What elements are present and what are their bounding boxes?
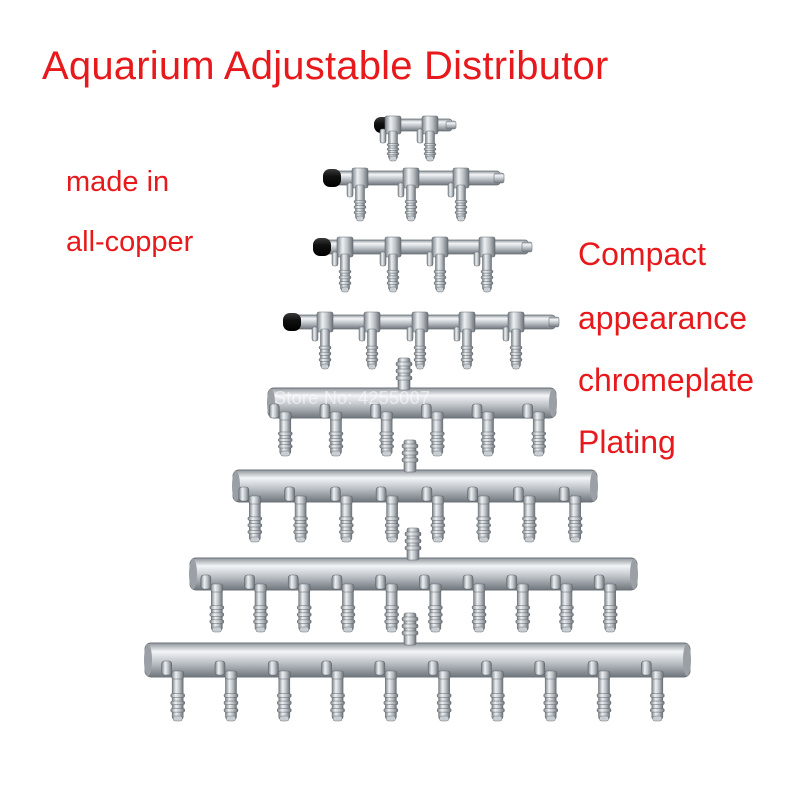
distributor-6-outlet — [476, 497, 491, 543]
feature-plating: Plating — [578, 424, 676, 460]
distributor-7-outlet — [471, 585, 487, 633]
distributor-6 — [232, 439, 598, 543]
distributor-group — [144, 115, 691, 722]
distributor-5-outlet — [278, 413, 293, 457]
distributor-7-outlet — [340, 585, 356, 633]
distributor-7-outlet — [384, 585, 399, 633]
distributor-6-outlet — [293, 497, 308, 543]
distributor-6-outlet — [567, 497, 583, 543]
distributor-3-outlet — [480, 253, 494, 293]
distributor-1-outlet — [423, 130, 437, 162]
distributor-3-end-cap — [313, 238, 331, 256]
distributor-2 — [323, 167, 505, 222]
distributor-8-outlet — [170, 672, 185, 722]
distributor-5-outlet — [430, 413, 445, 457]
distributor-7-outlet — [602, 585, 618, 633]
distributor-8-outlet — [330, 672, 345, 722]
distributor-1 — [374, 115, 457, 162]
distributor-8-outlet — [223, 672, 239, 722]
distributor-6-outlet — [384, 497, 400, 543]
distributor-4-end-cap — [283, 313, 301, 331]
distributor-4-outlet — [318, 328, 332, 370]
distributor-4-outlet — [365, 328, 379, 370]
material-line-2: all-copper — [66, 226, 194, 258]
distributor-8-outlet — [436, 672, 452, 722]
distributor-2-outlet — [353, 184, 367, 222]
distributor-5-outlet — [379, 413, 394, 457]
feature-appearance: appearance — [578, 300, 748, 336]
distributor-4-outlet — [509, 328, 523, 370]
distributor-4-outlet — [460, 328, 474, 370]
distributor-5 — [267, 357, 557, 457]
store-watermark: Store No: 4255007 — [274, 388, 431, 408]
distributor-5-outlet — [328, 413, 344, 457]
distributor-7-outlet — [253, 585, 268, 633]
distributor-8-outlet — [277, 672, 292, 722]
distributor-7-outlet — [559, 585, 574, 633]
distributor-3-outlet — [338, 253, 352, 293]
distributor-6-outlet — [339, 497, 354, 543]
distributor-8-outlet — [596, 672, 612, 722]
distributor-5-outlet — [531, 413, 546, 457]
distributor-3 — [313, 236, 533, 293]
distributor-6-outlet — [430, 497, 446, 543]
distributor-5-inlet — [395, 357, 413, 391]
distributor-8 — [144, 612, 691, 722]
distributor-6-outlet — [247, 497, 263, 543]
feature-chromeplate: chromeplate — [578, 362, 755, 398]
feature-compact: Compact — [578, 236, 707, 272]
distributor-2-outlet — [404, 184, 418, 222]
distributor-2-end-cap — [323, 169, 341, 187]
page-title: Aquarium Adjustable Distributor — [42, 44, 609, 88]
distributor-8-inlet — [401, 612, 419, 646]
distributor-3-outlet — [433, 253, 447, 293]
distributor-3-rail — [322, 239, 529, 255]
distributor-6-outlet — [522, 497, 537, 543]
distributor-8-outlet — [383, 672, 399, 722]
material-line-1: made in — [66, 166, 170, 198]
distributor-7-outlet — [209, 585, 225, 633]
distributor-5-outlet — [480, 413, 496, 457]
distributor-7 — [189, 527, 638, 633]
distributor-8-outlet — [543, 672, 558, 722]
distributor-7-outlet — [296, 585, 312, 633]
distributor-3-outlet — [386, 253, 400, 293]
distributor-6-inlet — [401, 439, 419, 473]
distributor-1-outlet — [386, 130, 400, 162]
distributor-4-outlet — [413, 328, 427, 370]
distributor-2-outlet — [454, 184, 468, 222]
distributor-8-outlet — [490, 672, 505, 722]
distributor-7-inlet — [404, 527, 422, 561]
distributor-4 — [283, 311, 560, 370]
distributor-7-outlet — [428, 585, 443, 633]
distributor-8-outlet — [650, 672, 665, 722]
distributor-7-outlet — [515, 585, 531, 633]
